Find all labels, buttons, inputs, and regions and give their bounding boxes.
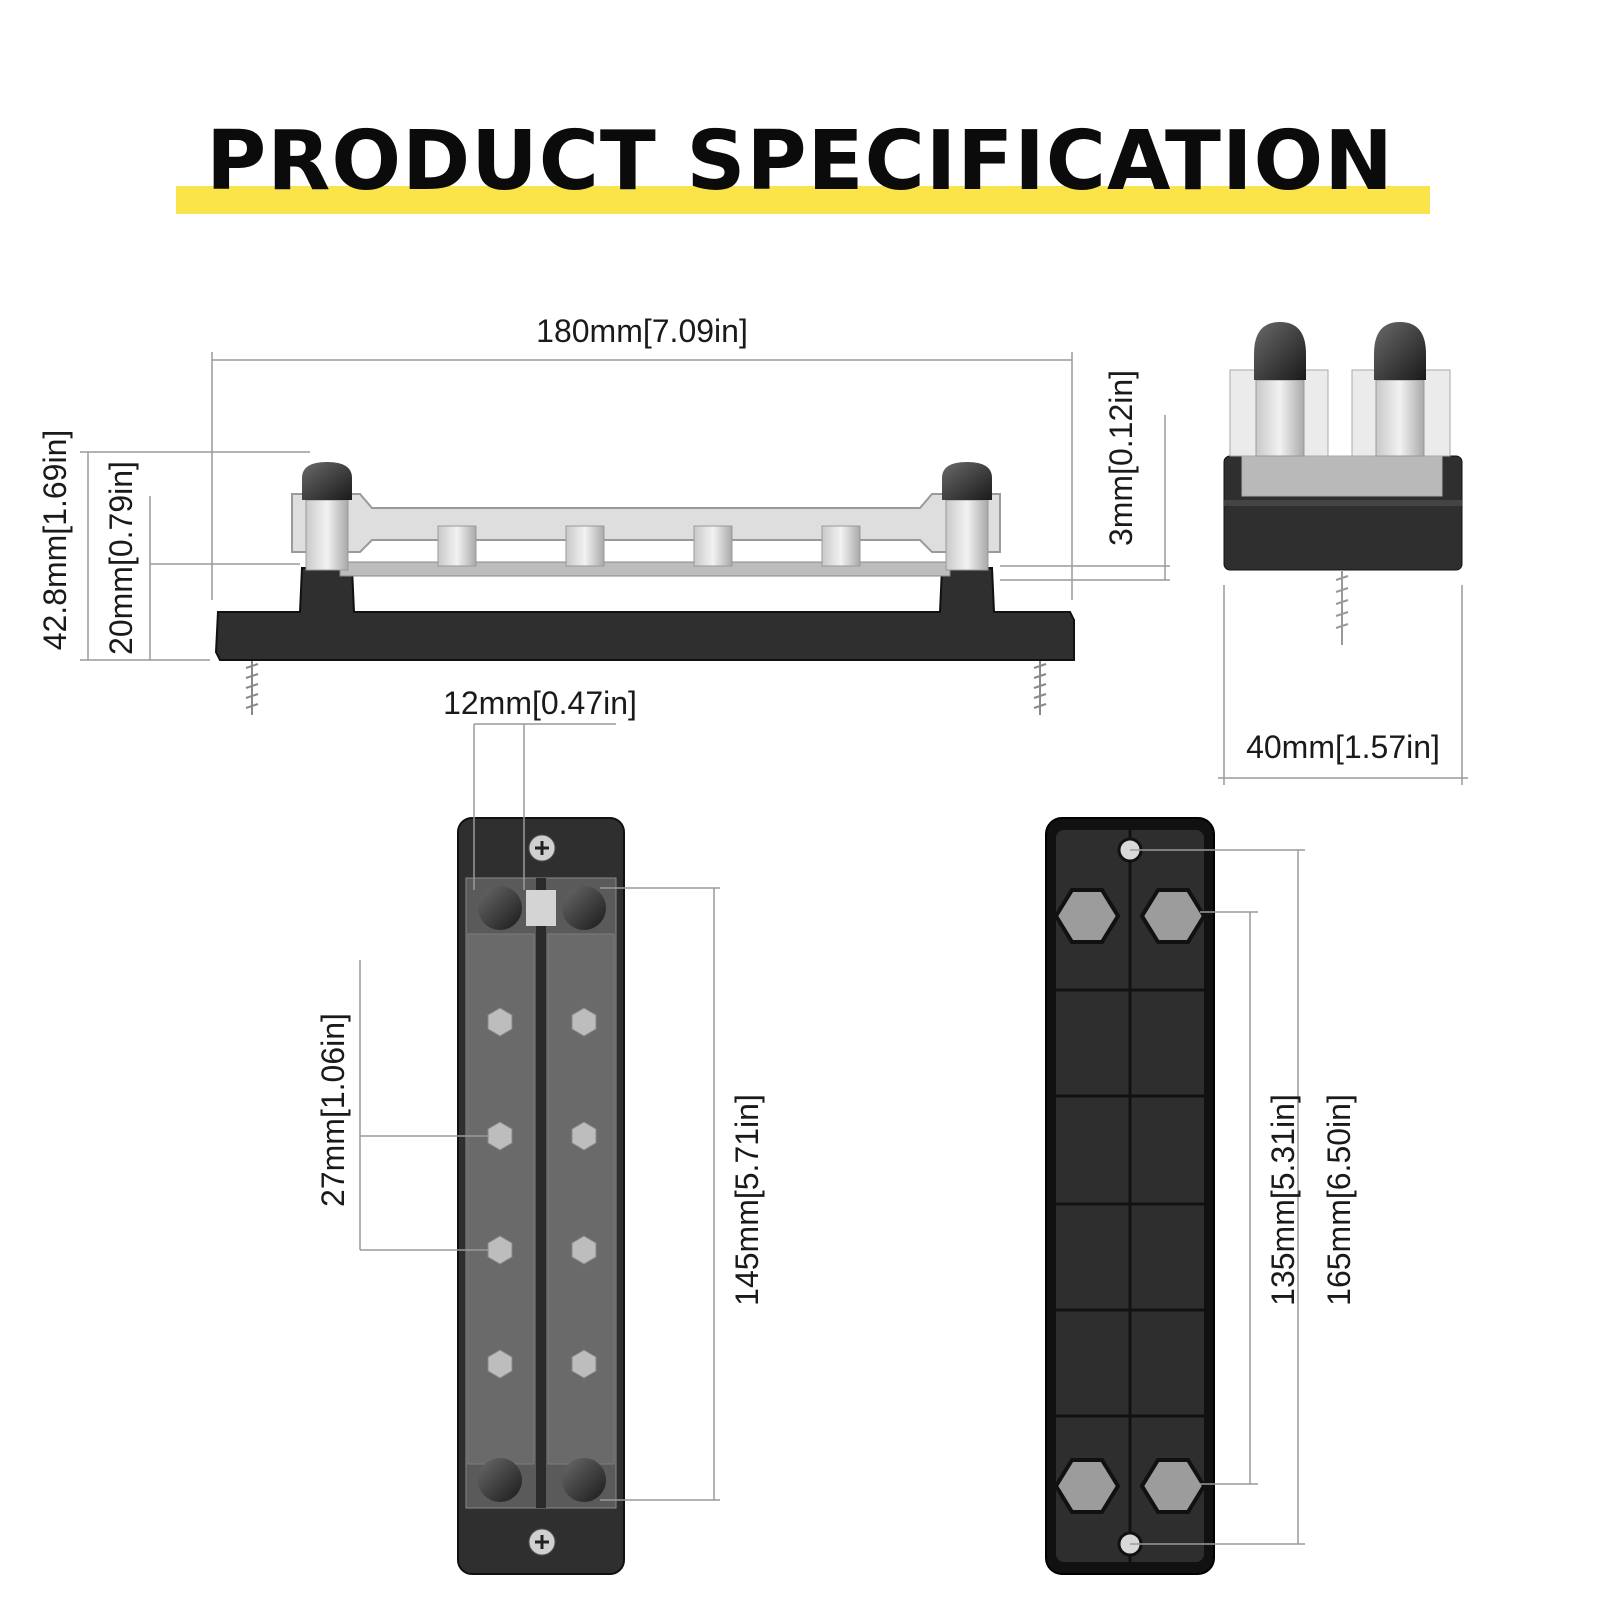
- dim-mount-hole-inner: 135mm[5.31in]: [1265, 1094, 1301, 1306]
- side-view: [1223, 322, 1463, 645]
- mount-screw-left: [245, 660, 259, 715]
- terminal-studs: [437, 525, 861, 567]
- dim-width: 40mm[1.57in]: [1246, 729, 1440, 765]
- top-dimension-lines: [359, 723, 720, 1501]
- bottom-view: [1045, 817, 1215, 1575]
- bottom-dimension-lines: [1130, 849, 1305, 1545]
- front-dimension-lines: [80, 352, 1170, 661]
- side-cap-left: [1254, 322, 1306, 380]
- bottom-hex-recesses: [1053, 888, 1207, 1514]
- base-block: [214, 567, 1075, 661]
- front-view: [214, 462, 1075, 715]
- side-cover: [1241, 455, 1443, 497]
- dim-bar-width: 12mm[0.47in]: [443, 685, 637, 721]
- top-mount-screws: [528, 834, 556, 1556]
- top-main-caps: [478, 886, 606, 1502]
- top-terminal-studs: [487, 1007, 597, 1379]
- dim-mount-hole-outer: 165mm[6.50in]: [1321, 1094, 1357, 1306]
- main-post-right: [942, 462, 992, 571]
- side-dimension-lines: [1218, 585, 1468, 785]
- top-divider: [536, 878, 546, 1508]
- dim-stud-spacing: 27mm[1.06in]: [315, 1013, 351, 1207]
- cover-frame: [291, 493, 1001, 553]
- dim-overall-height: 42.8mm[1.69in]: [37, 430, 73, 651]
- dim-bar-length: 145mm[5.71in]: [729, 1094, 765, 1306]
- top-view: [457, 817, 625, 1575]
- dim-bar-thickness: 3mm[0.12in]: [1103, 370, 1139, 546]
- main-post-left: [302, 462, 352, 571]
- title-block: PRODUCT SPECIFICATION: [0, 112, 1600, 222]
- page-title: PRODUCT SPECIFICATION: [206, 114, 1394, 209]
- side-cap-right: [1374, 322, 1426, 380]
- side-screw: [1335, 570, 1349, 645]
- mount-screw-right: [1033, 660, 1047, 715]
- title-highlight-bar: [176, 186, 1430, 214]
- dim-base-height: 20mm[0.79in]: [103, 461, 139, 655]
- bottom-ribs: [1056, 988, 1204, 1418]
- dim-overall-length: 180mm[7.09in]: [536, 313, 748, 349]
